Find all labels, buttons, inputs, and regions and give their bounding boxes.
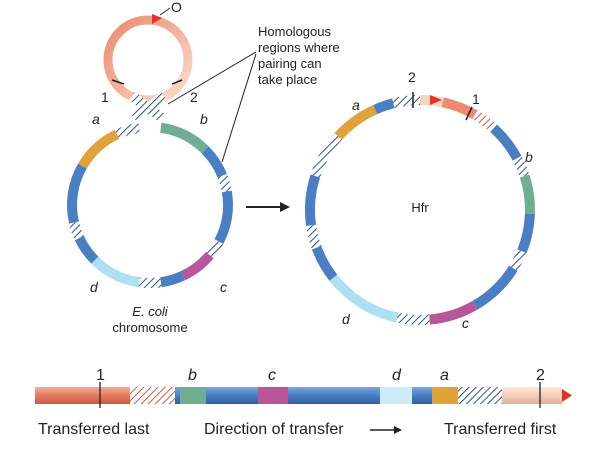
bar-blue-3 (288, 387, 380, 404)
hfr-segment-f-salmon (441, 97, 478, 120)
chromosome-segment-blue-3 (160, 271, 186, 288)
bar-marker-2: 2 (536, 367, 545, 384)
origin-label: O (171, 0, 182, 15)
bar-salmon-left (35, 387, 130, 404)
chromosome-segment-d (91, 256, 141, 288)
callout-line4: take place (258, 72, 317, 87)
bar-end-arrow-icon (562, 389, 572, 402)
chromosome-segment-hatch-2 (205, 239, 224, 259)
chromosome-segment-c (180, 251, 214, 281)
integration-arrow (246, 202, 290, 212)
hfr-segment-hatch-4 (306, 224, 322, 250)
hfr-label-d: d (342, 311, 351, 327)
origin-leader-line (159, 7, 171, 16)
plasmid-site2-label: 2 (190, 89, 198, 105)
chromosome-labels: a b c d E. coli chromosome (90, 111, 227, 335)
bar-marker-d: d (392, 367, 402, 384)
bar-hatch-right (458, 387, 502, 404)
chromosome-segment-blue-2 (214, 190, 233, 244)
chromosome-label-b: b (200, 111, 208, 127)
bar-marker-1: 1 (96, 367, 105, 384)
chromosome-label-a: a (92, 111, 100, 127)
f-plasmid-pale-arc (160, 70, 191, 103)
chromosome-segment-blue-4 (74, 235, 99, 264)
direction-arrow-icon (394, 426, 402, 434)
hfr-segment-hatch-3 (396, 312, 431, 325)
bar-blue-1 (175, 387, 180, 404)
f-plasmid: O 1 2 (101, 0, 198, 105)
hfr-segment-b (519, 174, 535, 215)
bar-hatch-left (130, 387, 175, 404)
hfr-label-a: a (352, 97, 360, 113)
plasmid-site2-tick (171, 79, 183, 85)
hfr-segment-hatch-5 (310, 133, 343, 178)
transfer-captions: Transferred last Direction of transfer T… (38, 421, 557, 438)
chromosome-segment-hatch-1 (217, 173, 232, 193)
f-plasmid-ring (103, 15, 193, 105)
hfr-segment-a (334, 104, 378, 140)
callout-line2: regions where (258, 40, 340, 55)
bar-marker-a: a (440, 367, 449, 384)
hfr-segment-blue-2 (517, 213, 535, 254)
bar-segment-c (258, 387, 288, 404)
caption-transferred-last: Transferred last (38, 421, 150, 438)
callout-leader-chromosome (221, 53, 257, 163)
hfr-center-label: Hfr (411, 200, 429, 215)
chromosome-label-d: d (90, 279, 99, 295)
chromosome-segment-hatch-5 (114, 122, 140, 139)
callout-leader-plasmid (167, 51, 257, 105)
hfr-segment-hatch-1 (512, 156, 530, 178)
bar-blue-2 (206, 387, 258, 404)
hfr-segment-c (429, 300, 478, 325)
homologous-regions-callout: Homologous regions where pairing can tak… (167, 24, 340, 163)
chromosome-segment-blue-5 (67, 163, 87, 224)
origin-arrow-icon (152, 14, 162, 24)
bar-marker-b: b (188, 367, 197, 384)
bar-marker-c: c (268, 367, 276, 384)
bar-segment-a (432, 387, 458, 404)
caption-transferred-first: Transferred first (444, 421, 557, 438)
hfr-labels: Hfr 2 1 a b c d (342, 69, 533, 331)
hfr-site1-tick (465, 106, 473, 121)
bar-segment-d (380, 387, 412, 404)
hfr-segment-blue-4 (311, 245, 338, 281)
hfr-segment-d (329, 274, 399, 323)
hfr-segment-blue-3 (472, 265, 518, 310)
hfr-segment-blue-5 (305, 174, 321, 227)
crossover-pairing-region (129, 91, 167, 123)
hfr-segment-hatch-red (472, 110, 497, 133)
plasmid-site1-label: 1 (101, 89, 109, 105)
hfr-chromosome (305, 92, 535, 325)
hfr-segment-hatch-6 (392, 95, 421, 109)
bar-pale-right (502, 387, 562, 404)
chromosome-segment-b (159, 122, 209, 154)
hfr-site2-label: 2 (408, 69, 416, 85)
arrow-right-icon (280, 202, 290, 212)
hfr-origin-arrow-icon (430, 95, 442, 105)
bar-blue-4 (412, 387, 432, 404)
callout-line1: Homologous (258, 24, 331, 39)
hfr-segment-blue-6 (373, 98, 395, 115)
callout-line3: pairing can (258, 56, 322, 71)
caption-direction: Direction of transfer (204, 421, 344, 438)
hfr-segment-hatch-2 (509, 249, 527, 271)
plasmid-site1-tick (111, 79, 125, 85)
ecoli-chromosome (67, 122, 233, 288)
bar-segment-b (180, 387, 206, 404)
hfr-label-c: c (462, 315, 469, 331)
hfr-segment-blue-1 (490, 124, 522, 161)
chromosome-segment-hatch-3 (138, 277, 162, 288)
chromosome-caption-line1: E. coli (132, 304, 169, 319)
hfr-site1-label: 1 (472, 91, 480, 107)
chromosome-label-c: c (220, 279, 227, 295)
chromosome-caption-line2: chromosome (112, 320, 187, 335)
hfr-label-b: b (525, 149, 533, 165)
transfer-bar: 1 b c d a 2 (35, 367, 572, 408)
chromosome-segment-blue-1 (201, 146, 227, 178)
chromosome-segment-hatch-4 (69, 221, 84, 241)
chromosome-segment-a (78, 129, 120, 169)
